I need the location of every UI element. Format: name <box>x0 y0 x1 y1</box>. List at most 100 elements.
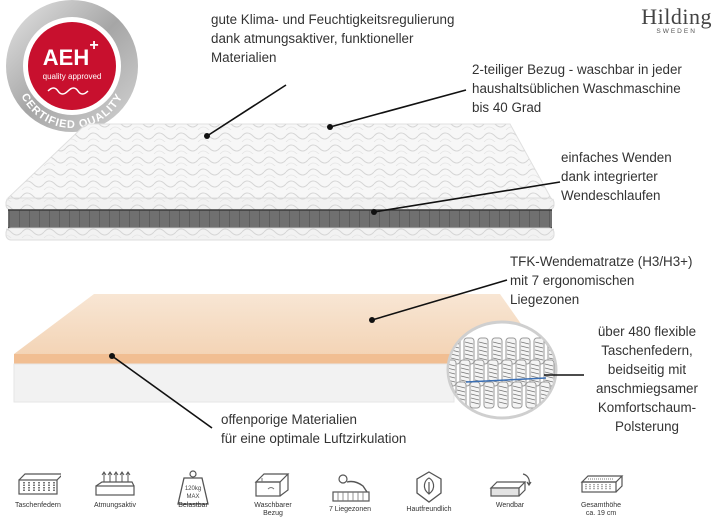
spring-coil <box>478 353 488 357</box>
spring-coil <box>484 385 494 389</box>
spring-coil <box>464 353 474 357</box>
spring-coil <box>498 397 508 401</box>
callout-line: über 480 flexible <box>597 324 697 339</box>
spring-coil <box>540 385 550 389</box>
spring-coil <box>530 379 540 383</box>
spring-coil <box>449 371 456 375</box>
spring-coil <box>502 371 512 375</box>
spring-coil <box>492 345 502 349</box>
callout-line: Materialien <box>211 50 277 65</box>
callout-line: anschmiegsamer <box>596 381 698 396</box>
spring-coil <box>464 357 474 361</box>
spring-coil <box>488 371 498 375</box>
feature-waschbarer-bezug: Waschbarer Bezug <box>232 470 314 518</box>
spring-coil <box>488 363 498 367</box>
spring-coil <box>474 371 484 375</box>
spring-coil <box>478 345 488 349</box>
callout-dot-bezug <box>327 124 333 130</box>
feature-label: Taschenfedern <box>15 502 61 509</box>
callout-line: Komfortschaum- <box>597 400 697 415</box>
spring-coil <box>516 375 526 379</box>
spring-coil <box>530 363 540 367</box>
callout-line: bis 40 Grad <box>472 100 542 115</box>
seal-plus: + <box>89 37 98 54</box>
spring-coil <box>544 375 554 379</box>
spring-coil <box>456 389 466 393</box>
spring-coil <box>474 375 484 379</box>
spring-coil <box>544 367 554 371</box>
callout-line: TFK-Wendematratze (H3/H3+) <box>510 254 693 269</box>
callout-klima: gute Klima- und Feuchtigkeitsregulierung… <box>211 10 454 67</box>
callout-bezug: 2-teiliger Bezug - waschbar in jeder hau… <box>472 60 682 117</box>
feature-wendbar: Wendbar <box>469 470 551 510</box>
callout-line: Polsterung <box>614 419 679 434</box>
spring-coil <box>484 397 494 401</box>
weight-badge-max: MAX <box>186 494 199 500</box>
spring-coil <box>544 363 554 367</box>
callout-taschen: über 480 flexible Taschenfedern, beidsei… <box>596 322 698 436</box>
spring-coil <box>470 389 480 393</box>
callout-dot-wenden <box>371 209 377 215</box>
callout-tfk: TFK-Wendematratze (H3/H3+) mit 7 ergonom… <box>510 252 692 309</box>
spring-coil <box>492 349 502 353</box>
spring-coil <box>498 393 508 397</box>
feature-belastbar: 120kg MAX Belastbar <box>152 470 234 510</box>
spring-coil <box>512 397 522 401</box>
callout-offen: offenporige Materialien für eine optimal… <box>221 410 406 448</box>
spring-coil <box>488 367 498 371</box>
spring-coil <box>474 367 484 371</box>
spring-coil <box>512 389 522 393</box>
breathable-icon <box>95 471 135 496</box>
spring-coil <box>478 341 488 345</box>
spring-coil <box>516 363 526 367</box>
spring-coil <box>534 341 544 345</box>
spring-coil <box>464 345 474 349</box>
callout-wenden: einfaches Wenden dank integrierter Wende… <box>561 148 672 205</box>
spring-coil <box>512 401 522 405</box>
washable-cover-icon <box>254 473 290 497</box>
spring-coil <box>548 357 555 361</box>
spring-coil <box>470 401 480 405</box>
spring-coil <box>450 357 460 361</box>
spring-coil <box>520 357 530 361</box>
spring-coil <box>460 371 470 375</box>
spring-coil <box>478 357 488 361</box>
spring-coil <box>520 349 530 353</box>
spring-coil <box>450 353 460 357</box>
mattress-with-cover <box>0 118 560 248</box>
feature-label: 7 Liegezonen <box>328 506 372 513</box>
spring-coil <box>484 393 494 397</box>
spring-coil <box>492 353 502 357</box>
spring-coil <box>502 367 512 371</box>
weight-badge-kg: 120kg <box>185 486 201 492</box>
pocket-springs-icon <box>18 473 61 495</box>
zones-icon <box>332 474 370 502</box>
callout-dot-klima <box>204 133 210 139</box>
spring-coil <box>502 375 512 379</box>
spring-coil <box>526 401 536 405</box>
spring-coil <box>460 363 470 367</box>
spring-coil <box>544 379 554 383</box>
feature-label: Gesamthöhe ca. 19 cm <box>580 502 622 517</box>
spring-coil <box>449 363 456 367</box>
spring-coil <box>498 401 508 405</box>
spring-coil <box>520 341 530 345</box>
seal-title: AEH <box>43 45 89 70</box>
spring-coil <box>484 401 494 405</box>
spring-coil <box>534 353 544 357</box>
height-icon <box>580 475 624 493</box>
spring-coil <box>520 353 530 357</box>
turnable-icon <box>489 473 532 497</box>
spring-coil <box>516 367 526 371</box>
callout-line: dank atmungsaktiver, funktioneller <box>211 31 414 46</box>
spring-coil <box>506 345 516 349</box>
spring-coil <box>526 389 536 393</box>
spring-coil <box>456 385 466 389</box>
spring-coil <box>464 349 474 353</box>
spring-coil <box>456 393 466 397</box>
spring-coil <box>534 345 544 349</box>
spring-coil <box>506 353 516 357</box>
spring-coil <box>544 371 554 375</box>
spring-coil <box>488 375 498 379</box>
